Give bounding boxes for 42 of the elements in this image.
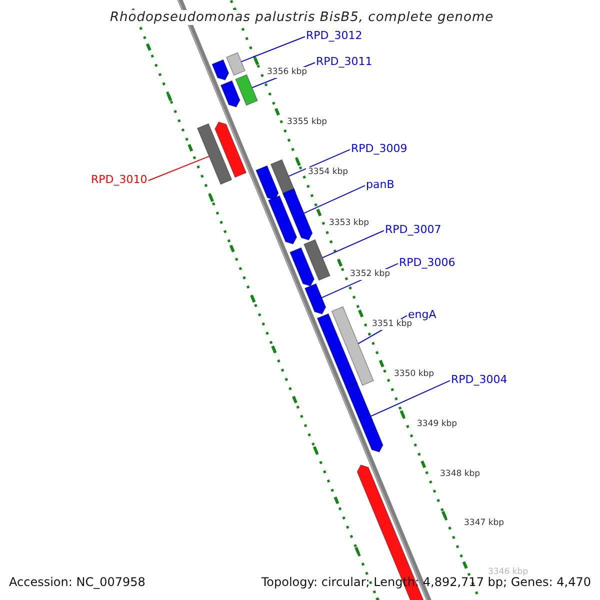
gene-label: RPD_3007 xyxy=(385,224,442,235)
gene-label: RPD_3006 xyxy=(399,257,456,268)
gene-label: RPD_3011 xyxy=(316,56,372,67)
gene-block xyxy=(268,195,298,244)
gene-block xyxy=(331,306,374,386)
gene-block xyxy=(289,247,315,286)
leader-line xyxy=(304,185,366,214)
gene-block xyxy=(282,188,313,240)
gene-label: engA xyxy=(408,309,436,320)
gene-block xyxy=(235,74,258,106)
title: Rhodopseudomonas palustris BisB5, complete genome xyxy=(108,10,496,25)
scale-label: 3353 kbp xyxy=(327,218,372,228)
leader-line xyxy=(288,149,350,177)
scale-label: 3352 kbp xyxy=(348,269,392,280)
gene-block xyxy=(226,52,246,76)
scale-label: 3346 kbp xyxy=(486,567,530,578)
gene-block xyxy=(345,382,384,452)
scale-label: 3349 kbp xyxy=(415,419,460,430)
leader-line xyxy=(148,156,210,182)
gene-block xyxy=(196,123,232,185)
gene-label: panB xyxy=(366,179,394,190)
gene-label: RPD_3009 xyxy=(351,143,408,154)
scale-label: 3354 kbp xyxy=(306,167,350,178)
gene-label: RPD_3012 xyxy=(306,30,362,41)
scale-label: 3350 kbp xyxy=(392,369,436,380)
gene-block xyxy=(220,80,240,108)
scale-label: 3347 kbp xyxy=(462,518,506,528)
accession-note: Accession: NC_007958 xyxy=(9,576,146,588)
gene-block xyxy=(304,283,326,314)
gene-block xyxy=(214,122,247,178)
gene-label: RPD_3010 xyxy=(91,174,148,185)
leader-line xyxy=(322,230,384,258)
gene-block xyxy=(255,165,279,200)
scale-label: 3348 kbp xyxy=(438,469,482,480)
gene-label: RPD_3004 xyxy=(451,374,508,385)
gene-block xyxy=(212,59,230,80)
leader-line xyxy=(370,380,450,417)
scale-label: 3355 kbp xyxy=(285,117,330,128)
leader-line xyxy=(240,36,306,62)
scale-label: 3356 kbp xyxy=(265,67,310,78)
gene-block xyxy=(303,239,331,281)
scale-label: 3351 kbp xyxy=(370,319,414,330)
